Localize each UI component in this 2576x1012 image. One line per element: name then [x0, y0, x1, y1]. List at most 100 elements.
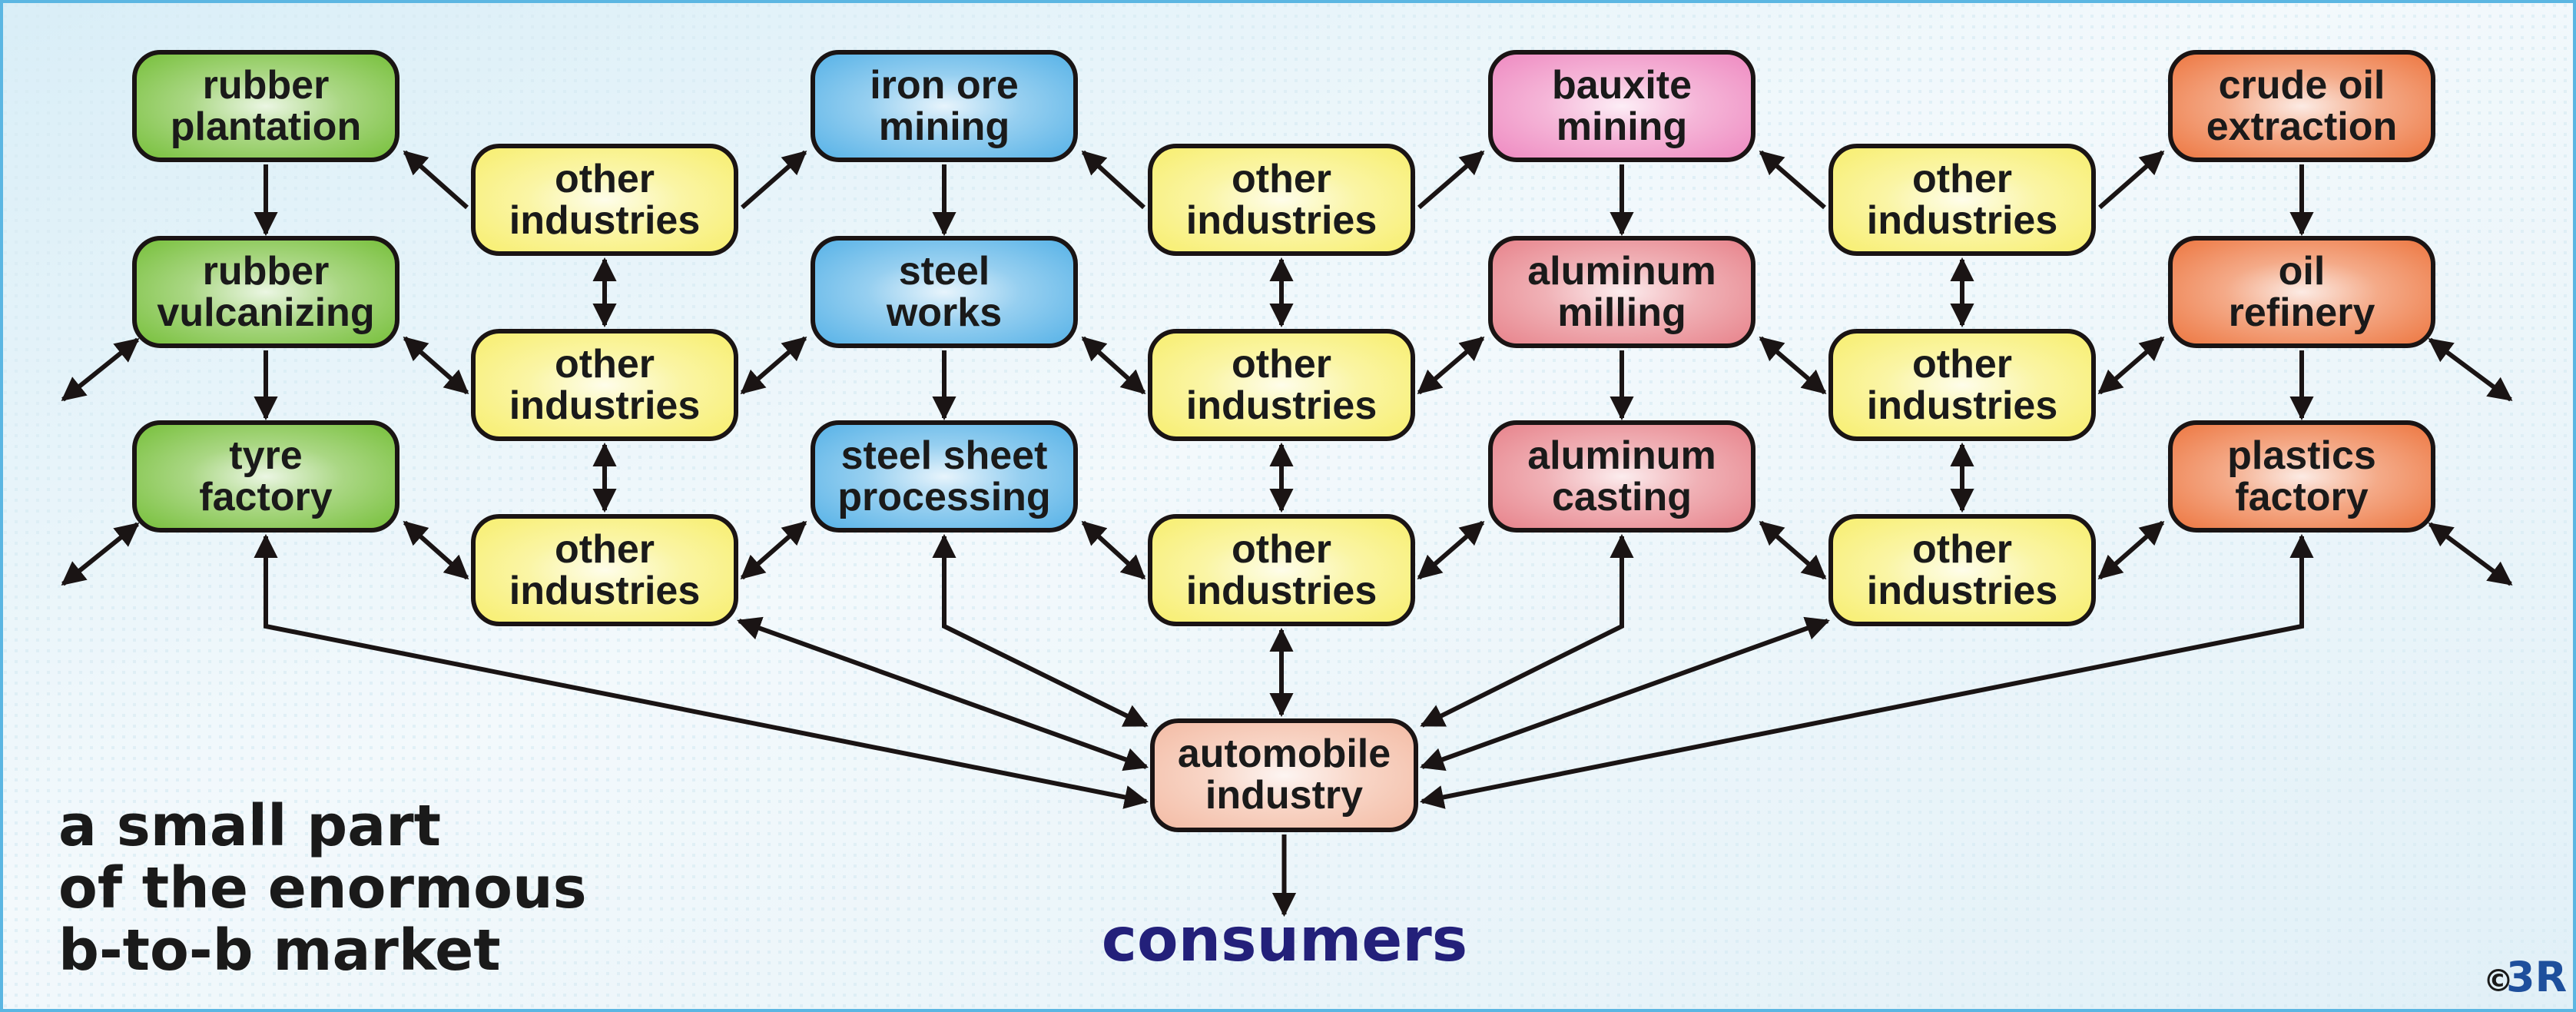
node-other-industries-c2-r1-box [1148, 144, 1415, 256]
arrow-other-c2-to-right-source [1417, 150, 1485, 210]
arrow-other-c1-r2-left-link [403, 336, 469, 395]
node-iron-ore-mining-label-line-2: mining [879, 105, 1010, 149]
node-aluminum-casting-label-line-1: aluminum [1527, 433, 1716, 478]
node-steel-works-box [811, 236, 1078, 348]
arrow-other-c1-to-left-source [403, 150, 469, 210]
arrow-other-c1-r3-hub [737, 616, 1149, 771]
caption-line-3: b-to-b market [58, 917, 501, 984]
node-other-industries-c3-r3-label-line-1: other [1912, 527, 2012, 572]
node-bauxite-mining-label-line-2: mining [1557, 105, 1687, 149]
arrow-oil-outer-r3 [2428, 522, 2513, 586]
node-other-industries-c1-r3-label-line-2: industries [509, 569, 701, 613]
node-other-industries-c3-r3-box [1828, 514, 2096, 626]
node-aluminum-milling-label-line-1: aluminum [1527, 249, 1716, 294]
copyright-mark: © 3R [2483, 953, 2567, 1001]
node-steel-sheet-processing-label-line-2: processing [837, 475, 1050, 519]
node-other-industries-c1-r3-label-line-1: other [555, 527, 655, 572]
arrow-other-c2-r2-left-link [1081, 336, 1146, 395]
node-other-industries-c1-r2-label-line-2: industries [509, 383, 701, 428]
node-other-industries-c2-r3-label-line-2: industries [1186, 569, 1378, 613]
node-other-industries-c3-r2-label-line-1: other [1912, 342, 2012, 387]
node-automobile-industry-label-line-1: automobile [1178, 732, 1391, 776]
node-rubber-plantation-box [132, 50, 399, 162]
node-rubber-vulcanizing-label-line-1: rubber [203, 249, 330, 294]
node-rubber-plantation-label-line-1: rubber [203, 63, 330, 108]
node-crude-oil-extraction-label-line-1: crude oil [2219, 63, 2385, 108]
caption: a small part of the enormous b-to-b mark… [58, 793, 587, 984]
node-iron-ore-mining-box [811, 50, 1078, 162]
node-other-industries-c3-r3-label-line-2: industries [1867, 569, 2058, 613]
arrow-other-c1-r2-right-link [740, 336, 807, 395]
node-tyre-factory-box [132, 420, 399, 533]
node-tyre-factory-label-line-1: tyre [229, 433, 302, 478]
node-aluminum-milling-label-line-2: milling [1557, 290, 1686, 335]
node-other-industries-c1-r1-label-line-2: industries [509, 198, 701, 243]
node-other-industries-c3-r2-label-line-2: industries [1867, 383, 2058, 428]
node-bauxite-mining-box [1488, 50, 1755, 162]
node-rubber-vulcanizing-box [132, 236, 399, 348]
arrow-other-c3-to-left-source [1759, 150, 1826, 210]
arrows-layer [61, 150, 2513, 917]
nodes-layer: rubberplantationrubbervulcanizingtyrefac… [132, 50, 2435, 832]
copyright-icon: © [2483, 964, 2514, 999]
node-other-industries-c1-r1-box [471, 144, 738, 256]
node-oil-refinery-label-line-1: oil [2279, 249, 2326, 294]
node-other-industries-c1-r1-label-line-1: other [555, 157, 655, 201]
node-other-industries-c1-r2-label-line-1: other [555, 342, 655, 387]
node-aluminum-milling-box [1488, 236, 1755, 348]
node-other-industries-c2-r3-label-line-1: other [1232, 527, 1331, 572]
node-other-industries-c3-r1-box [1828, 144, 2096, 256]
node-crude-oil-extraction-label-line-2: extraction [2206, 105, 2398, 149]
node-other-industries-c2-r2-label-line-1: other [1232, 342, 1331, 387]
node-other-industries-c3-r1-label-line-2: industries [1867, 198, 2058, 243]
caption-line-2: of the enormous [58, 855, 587, 921]
node-automobile-industry-box [1150, 718, 1418, 832]
node-crude-oil-extraction-box [2168, 50, 2435, 162]
node-other-industries-c3-r1-label-line-1: other [1912, 157, 2012, 201]
node-other-industries-c2-r1-label-line-2: industries [1186, 198, 1378, 243]
arrow-oil-outer-r2 [2428, 337, 2513, 402]
node-plastics-factory-label-line-1: plastics [2227, 433, 2376, 478]
node-aluminum-casting-label-line-2: casting [1552, 475, 1692, 519]
arrow-other-c3-to-right-source [2098, 150, 2165, 210]
node-automobile-industry-label-line-2: industry [1205, 773, 1363, 818]
node-plastics-factory-label-line-2: factory [2235, 475, 2368, 519]
node-other-industries-c2-r3-box [1148, 514, 1415, 626]
node-oil-refinery-box [2168, 236, 2435, 348]
node-steel-sheet-processing-box [811, 420, 1078, 533]
arrow-other-c3-r2-left-link [1759, 336, 1827, 395]
arrow-rubber-outer-r3 [61, 522, 140, 586]
node-other-industries-c2-r2-box [1148, 329, 1415, 441]
node-plastics-factory-box [2168, 420, 2435, 533]
node-steel-works-label-line-1: steel [899, 249, 990, 294]
node-rubber-plantation-label-line-2: plantation [171, 105, 361, 149]
node-bauxite-mining-label-line-1: bauxite [1552, 63, 1692, 108]
arrow-rubber-outer-r2 [61, 337, 140, 402]
node-steel-works-label-line-2: works [886, 290, 1002, 335]
consumers-label: consumers [1102, 906, 1467, 975]
arrow-other-c3-r2-right-link [2097, 336, 2165, 395]
node-other-industries-c1-r3-box [471, 514, 738, 626]
caption-line-1: a small part [58, 793, 441, 859]
